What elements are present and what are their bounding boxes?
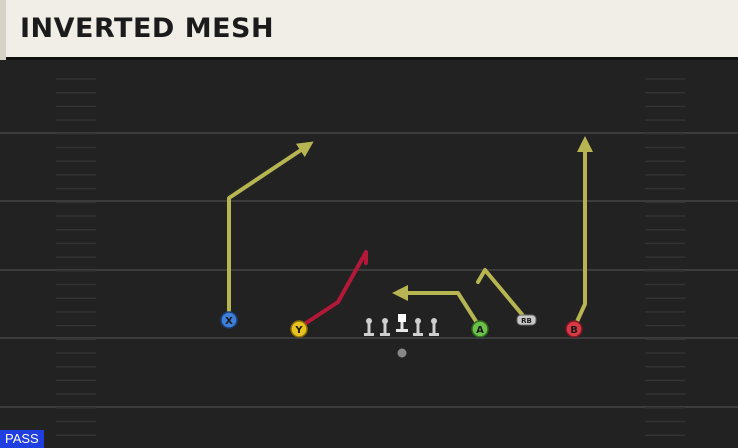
play-field: X Y A RB B <box>0 78 738 436</box>
y-hot-route <box>298 250 368 329</box>
routes <box>227 136 593 329</box>
offensive-line <box>364 314 439 336</box>
player-rb-label: RB <box>521 317 532 325</box>
hash-marks-left <box>56 78 96 436</box>
quarterback-icon <box>397 348 407 358</box>
lineman-icon <box>364 318 374 336</box>
x-route <box>227 141 314 320</box>
lineman-icon <box>413 318 423 336</box>
player-rb[interactable]: RB <box>516 314 537 326</box>
play-title-bar: INVERTED MESH <box>0 0 738 60</box>
player-y[interactable]: Y <box>290 320 308 338</box>
player-b-label: B <box>570 325 578 336</box>
lineman-icon <box>380 318 390 336</box>
rb-route <box>476 268 527 320</box>
play-title: INVERTED MESH <box>20 13 275 44</box>
player-x-icon <box>220 311 238 329</box>
play-type-badge: PASS <box>0 430 44 448</box>
yard-lines <box>0 132 738 408</box>
title-accent <box>0 0 6 60</box>
lineman-icon <box>429 318 439 336</box>
b-route <box>573 136 593 328</box>
player-a[interactable]: A <box>471 320 489 338</box>
player-a-icon <box>471 320 489 338</box>
player-y-label: Y <box>294 325 303 336</box>
player-b-icon <box>565 320 583 338</box>
player-rb-icon <box>516 314 537 326</box>
player-x-label: X <box>225 316 233 327</box>
player-y-icon <box>290 320 308 338</box>
player-a-label: A <box>476 325 484 336</box>
player-x[interactable]: X <box>220 311 238 329</box>
hash-marks-right <box>645 78 685 436</box>
a-route <box>392 285 481 328</box>
center-icon <box>396 314 408 332</box>
player-b[interactable]: B <box>565 320 583 338</box>
